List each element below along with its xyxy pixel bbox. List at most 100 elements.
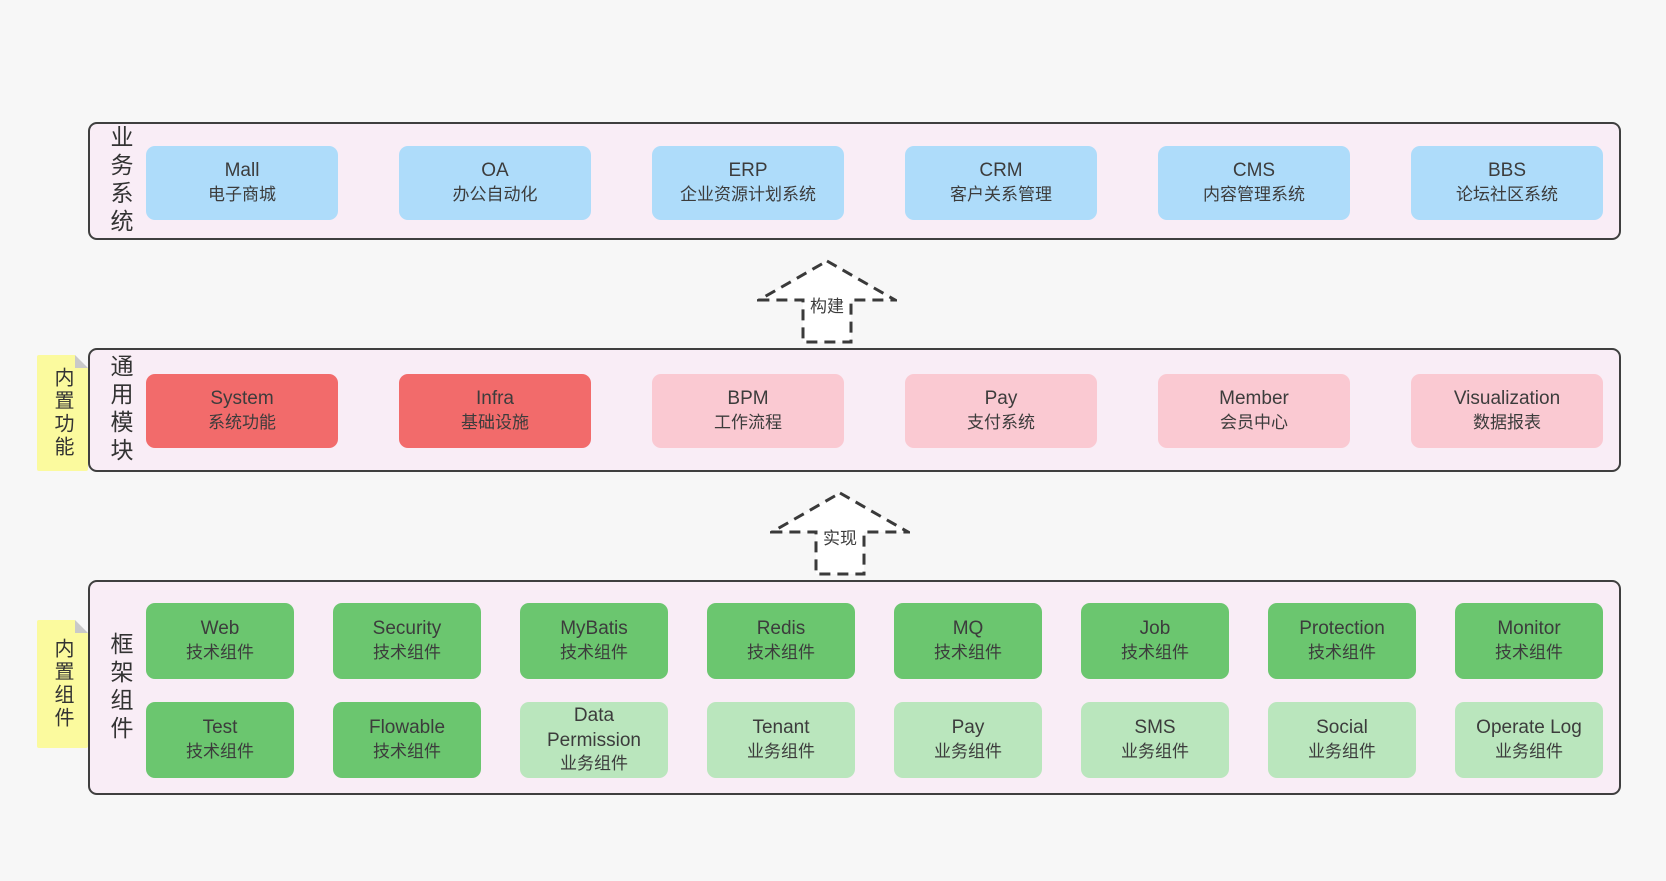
box-subtitle: 技术组件 xyxy=(747,642,815,662)
box-redis: Redis 技术组件 xyxy=(707,603,855,679)
box-subtitle: 办公自动化 xyxy=(452,184,538,204)
box-title: Pay xyxy=(951,717,985,739)
box-subtitle: 技术组件 xyxy=(186,741,254,761)
note-text: 内置功能 xyxy=(51,367,73,459)
note-text: 内置组件 xyxy=(51,638,73,730)
band-modules-label: 通用模块 xyxy=(107,354,133,466)
box-flowable: Flowable 技术组件 xyxy=(333,702,481,778)
band-business-systems: 业务系统 Mall 电子商城 OA 办公自动化 ERP 企业资源计划系统 CRM… xyxy=(88,122,1621,240)
band-components-label: 框架组件 xyxy=(107,631,133,744)
box-crm: CRM 客户关系管理 xyxy=(905,146,1097,220)
box-title: OA xyxy=(481,160,509,182)
box-social: Social 业务组件 xyxy=(1268,702,1416,778)
box-subtitle: 企业资源计划系统 xyxy=(680,184,816,204)
box-operate-log: Operate Log 业务组件 xyxy=(1455,702,1603,778)
box-subtitle: 业务组件 xyxy=(1495,741,1563,761)
box-title: BPM xyxy=(727,388,769,410)
box-subtitle: 技术组件 xyxy=(373,741,441,761)
box-subtitle: 支付系统 xyxy=(967,412,1035,432)
box-subtitle: 技术组件 xyxy=(186,642,254,662)
box-subtitle: 技术组件 xyxy=(1495,642,1563,662)
box-infra: Infra 基础设施 xyxy=(399,374,591,448)
box-title: Infra xyxy=(475,388,515,410)
box-title: System xyxy=(210,388,274,410)
box-subtitle: 会员中心 xyxy=(1220,412,1288,432)
box-title: Web xyxy=(200,618,240,640)
box-title: Operate Log xyxy=(1476,717,1582,739)
box-title: BBS xyxy=(1487,160,1527,182)
box-subtitle: 数据报表 xyxy=(1473,412,1541,432)
box-pay-component: Pay 业务组件 xyxy=(894,702,1042,778)
box-member: Member 会员中心 xyxy=(1158,374,1350,448)
band-business-label: 业务系统 xyxy=(107,125,133,237)
box-data-permission: Data Permission 业务组件 xyxy=(520,702,668,778)
build-arrow-label: 构建 xyxy=(807,292,847,317)
box-monitor: Monitor 技术组件 xyxy=(1455,603,1603,679)
modules-boxes-row: System 系统功能 Infra 基础设施 BPM 工作流程 Pay 支付系统… xyxy=(146,374,1603,448)
box-subtitle: 业务组件 xyxy=(1308,741,1376,761)
box-subtitle: 业务组件 xyxy=(934,741,1002,761)
components-row-2: Test 技术组件 Flowable 技术组件 Data Permission … xyxy=(146,702,1603,778)
note-builtin-components: 内置组件 xyxy=(37,620,88,748)
box-title: ERP xyxy=(728,160,768,182)
box-title: Pay xyxy=(984,388,1018,410)
box-subtitle: 业务组件 xyxy=(1121,741,1189,761)
box-subtitle: 技术组件 xyxy=(1121,642,1189,662)
box-title: Mall xyxy=(224,160,260,182)
box-title: CRM xyxy=(979,160,1023,182)
box-subtitle: 技术组件 xyxy=(934,642,1002,662)
box-subtitle: 工作流程 xyxy=(714,412,782,432)
box-erp: ERP 企业资源计划系统 xyxy=(652,146,844,220)
implement-arrow-label: 实现 xyxy=(820,524,860,549)
box-subtitle: 技术组件 xyxy=(1308,642,1376,662)
box-title: Flowable xyxy=(368,717,446,739)
box-subtitle: 客户关系管理 xyxy=(950,184,1052,204)
box-title: CMS xyxy=(1232,160,1276,182)
box-title: Monitor xyxy=(1497,618,1561,640)
box-title: MyBatis xyxy=(560,618,628,640)
box-title: Security xyxy=(372,618,442,640)
box-sms: SMS 业务组件 xyxy=(1081,702,1229,778)
box-title: Redis xyxy=(756,618,806,640)
box-subtitle: 基础设施 xyxy=(461,412,529,432)
implement-arrow: 实现 xyxy=(770,488,910,576)
build-arrow: 构建 xyxy=(757,256,897,344)
box-test: Test 技术组件 xyxy=(146,702,294,778)
box-subtitle: 论坛社区系统 xyxy=(1456,184,1558,204)
box-title: SMS xyxy=(1134,717,1176,739)
box-cms: CMS 内容管理系统 xyxy=(1158,146,1350,220)
box-pay-module: Pay 支付系统 xyxy=(905,374,1097,448)
box-title: Test xyxy=(202,717,238,739)
box-security: Security 技术组件 xyxy=(333,603,481,679)
box-bbs: BBS 论坛社区系统 xyxy=(1411,146,1603,220)
box-title: Tenant xyxy=(752,717,810,739)
box-subtitle: 系统功能 xyxy=(208,412,276,432)
box-subtitle: 业务组件 xyxy=(747,741,815,761)
box-title: Social xyxy=(1316,717,1368,739)
box-subtitle: 内容管理系统 xyxy=(1203,184,1305,204)
box-visualization: Visualization 数据报表 xyxy=(1411,374,1603,448)
box-mq: MQ 技术组件 xyxy=(894,603,1042,679)
business-boxes-row: Mall 电子商城 OA 办公自动化 ERP 企业资源计划系统 CRM 客户关系… xyxy=(146,146,1603,220)
box-title: Data Permission xyxy=(547,704,641,751)
box-title: MQ xyxy=(952,618,984,640)
box-system: System 系统功能 xyxy=(146,374,338,448)
band-common-modules: 通用模块 System 系统功能 Infra 基础设施 BPM 工作流程 Pay… xyxy=(88,348,1621,472)
box-title: Job xyxy=(1139,618,1171,640)
box-subtitle: 技术组件 xyxy=(560,642,628,662)
box-title: Visualization xyxy=(1453,388,1561,410)
box-subtitle: 电子商城 xyxy=(208,184,276,204)
box-web: Web 技术组件 xyxy=(146,603,294,679)
box-title: Protection xyxy=(1299,618,1385,640)
note-builtin-features: 内置功能 xyxy=(37,355,88,471)
box-protection: Protection 技术组件 xyxy=(1268,603,1416,679)
box-subtitle: 技术组件 xyxy=(373,642,441,662)
box-oa: OA 办公自动化 xyxy=(399,146,591,220)
box-bpm: BPM 工作流程 xyxy=(652,374,844,448)
box-mybatis: MyBatis 技术组件 xyxy=(520,603,668,679)
box-tenant: Tenant 业务组件 xyxy=(707,702,855,778)
band-framework-components: 框架组件 Web 技术组件 Security 技术组件 MyBatis 技术组件… xyxy=(88,580,1621,795)
box-title: Member xyxy=(1219,388,1289,410)
components-row-1: Web 技术组件 Security 技术组件 MyBatis 技术组件 Redi… xyxy=(146,603,1603,679)
